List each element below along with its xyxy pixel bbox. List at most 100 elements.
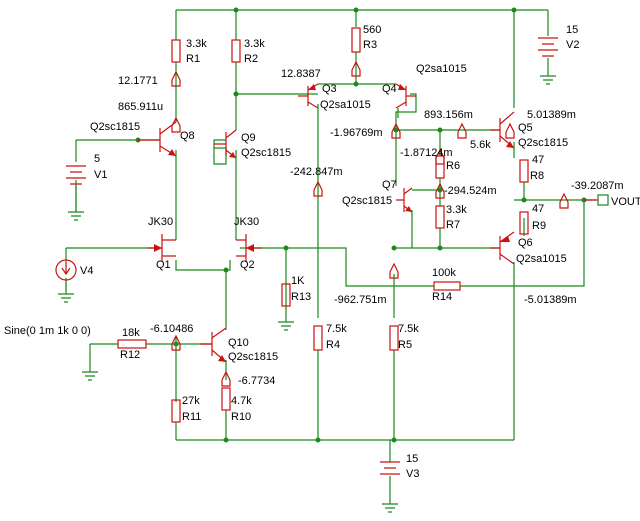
label-r9-name: R9 bbox=[532, 220, 546, 232]
label-v4-value: Sine(0 1m 1k 0 0) bbox=[4, 325, 91, 337]
label-r10-value: 4.7k bbox=[231, 395, 252, 407]
label-r2-name: R2 bbox=[244, 53, 258, 65]
resistor-r2 bbox=[231, 39, 241, 63]
label-q9-model: Q2sc1815 bbox=[241, 147, 291, 159]
probe-label-p10: -39.2087m bbox=[571, 180, 624, 192]
label-q2-name: Q2 bbox=[240, 259, 255, 271]
label-r6-value: 5.6k bbox=[470, 139, 491, 151]
label-r8-name: R8 bbox=[530, 170, 544, 182]
label-v3-name: V3 bbox=[406, 468, 419, 480]
transistor-q7 bbox=[396, 187, 413, 213]
label-q10-name: Q10 bbox=[228, 337, 249, 349]
label-q2-model: JK30 bbox=[234, 216, 259, 228]
label-r3-name: R3 bbox=[363, 39, 377, 51]
label-r4-value: 7.5k bbox=[326, 323, 347, 335]
label-r6-name: R6 bbox=[446, 160, 460, 172]
resistor-r1 bbox=[171, 39, 181, 63]
resistor-r13 bbox=[281, 283, 291, 307]
sine-source-v4 bbox=[55, 259, 77, 281]
vout-label: VOUT bbox=[611, 196, 640, 208]
label-r7-name: R7 bbox=[446, 219, 460, 231]
label-q3-name: Q3 bbox=[322, 83, 337, 95]
probe-label-p13: -6.10486 bbox=[150, 323, 193, 335]
transistor-q5 bbox=[490, 111, 515, 149]
resistor-r10 bbox=[221, 387, 231, 411]
probe-label-p2: 865.911u bbox=[118, 101, 163, 113]
transistor-q8 bbox=[138, 121, 177, 157]
label-q8-name: Q8 bbox=[180, 130, 195, 142]
label-q5-name: Q5 bbox=[518, 122, 533, 134]
voltage-source-v1 bbox=[66, 165, 86, 185]
label-r1-name: R1 bbox=[186, 53, 200, 65]
label-r11-name: R11 bbox=[182, 411, 201, 423]
label-q4-name: Q4 bbox=[382, 83, 397, 95]
label-r14-value: 100k bbox=[432, 267, 456, 279]
label-q1-name: Q1 bbox=[156, 259, 171, 271]
label-q8-model: Q2sc1815 bbox=[90, 121, 140, 133]
label-v4-name: V4 bbox=[80, 265, 93, 277]
wires bbox=[65, 9, 596, 504]
label-v1-value: 5 bbox=[94, 153, 100, 165]
resistor-r6 bbox=[435, 155, 445, 179]
label-q5-model: Q2sc1815 bbox=[518, 137, 568, 149]
probe-label-p9: -242.847m bbox=[290, 166, 343, 178]
transistor-q4 bbox=[395, 83, 416, 109]
label-r5-name: R5 bbox=[398, 339, 412, 351]
label-q4-model: Q2sa1015 bbox=[416, 63, 467, 75]
label-r14-name: R14 bbox=[432, 291, 452, 303]
transistor-q10 bbox=[200, 327, 227, 363]
probe-labels: 12.1771 865.911u 12.8387 893.156m 5.0138… bbox=[118, 68, 624, 387]
probe-label-p14: -6.7734 bbox=[238, 375, 275, 387]
jfet-q2 bbox=[236, 234, 262, 262]
probe-label-p1: 12.1771 bbox=[118, 75, 158, 87]
label-v1-name: V1 bbox=[94, 169, 107, 181]
label-r8-value: 47 bbox=[532, 154, 544, 166]
transistor-q3 bbox=[298, 83, 319, 109]
resistor-r12 bbox=[117, 339, 147, 349]
component-labels: 3.3k R1 3.3k R2 560 R3 15 V2 Q3 Q2sa1015… bbox=[4, 24, 640, 480]
label-q10-model: Q2sc1815 bbox=[228, 351, 278, 363]
probe-label-p3: 12.8387 bbox=[281, 68, 321, 80]
junction-dots bbox=[135, 7, 587, 443]
label-r7-value: 3.3k bbox=[446, 204, 467, 216]
probe-label-p7: -1.87124m bbox=[400, 147, 453, 159]
label-r11-value: 27k bbox=[182, 395, 200, 407]
label-q3-model: Q2sa1015 bbox=[320, 99, 371, 111]
resistor-r4 bbox=[313, 325, 323, 351]
label-r3-value: 560 bbox=[363, 24, 381, 36]
label-q6-name: Q6 bbox=[518, 237, 533, 249]
label-q7-model: Q2sc1815 bbox=[342, 195, 392, 207]
label-r4-name: R4 bbox=[326, 339, 340, 351]
ground-symbols bbox=[58, 58, 556, 513]
probe-label-p8: -294.524m bbox=[444, 185, 497, 197]
probe-label-p5: 5.01389m bbox=[527, 109, 576, 121]
vout-port bbox=[584, 194, 609, 206]
label-r12-name: R12 bbox=[120, 349, 140, 361]
resistor-r3 bbox=[351, 27, 361, 53]
label-r2-value: 3.3k bbox=[244, 38, 265, 50]
jfet-q1 bbox=[148, 234, 176, 262]
label-r10-name: R10 bbox=[231, 411, 251, 423]
label-q9-name: Q9 bbox=[241, 132, 256, 144]
resistor-r8 bbox=[519, 159, 529, 183]
probe-label-p12: -5.01389m bbox=[524, 294, 577, 306]
probe-label-p6: -1.96769m bbox=[330, 127, 383, 139]
label-q7-name: Q7 bbox=[382, 179, 397, 191]
transistor-q9 bbox=[214, 129, 237, 159]
label-v3-value: 15 bbox=[406, 453, 418, 465]
label-r9-value: 47 bbox=[532, 203, 544, 215]
resistor-r14 bbox=[433, 281, 461, 291]
transistor-q6 bbox=[490, 231, 515, 265]
resistor-r11 bbox=[171, 399, 181, 423]
voltage-source-v3 bbox=[380, 461, 400, 475]
resistor-r5 bbox=[389, 325, 399, 351]
label-r13-value: 1K bbox=[291, 275, 305, 287]
label-v2-value: 15 bbox=[566, 24, 578, 36]
resistor-r9 bbox=[519, 211, 529, 235]
probe-label-p4: 893.156m bbox=[424, 109, 473, 121]
label-q1-model: JK30 bbox=[148, 216, 173, 228]
voltage-source-v2 bbox=[538, 37, 558, 57]
resistor-r7 bbox=[435, 205, 445, 229]
label-r13-name: R13 bbox=[291, 291, 311, 303]
